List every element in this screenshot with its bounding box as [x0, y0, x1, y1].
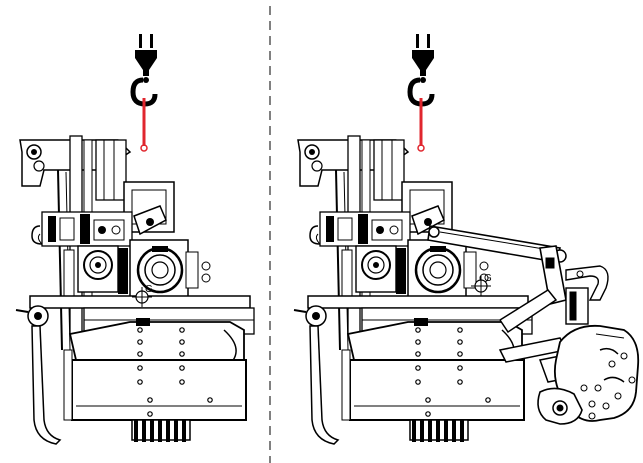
- panel-right: G: [292, 34, 640, 446]
- crane-hook-icon: [410, 34, 434, 104]
- machine-left: [14, 134, 256, 446]
- crane-hook-icon: [133, 34, 157, 104]
- panel-left: G: [14, 34, 256, 446]
- cog-label-left: G: [145, 284, 153, 295]
- extended-arm: [427, 225, 640, 425]
- cog-label-right: G: [484, 273, 492, 284]
- machine-right: [292, 134, 534, 446]
